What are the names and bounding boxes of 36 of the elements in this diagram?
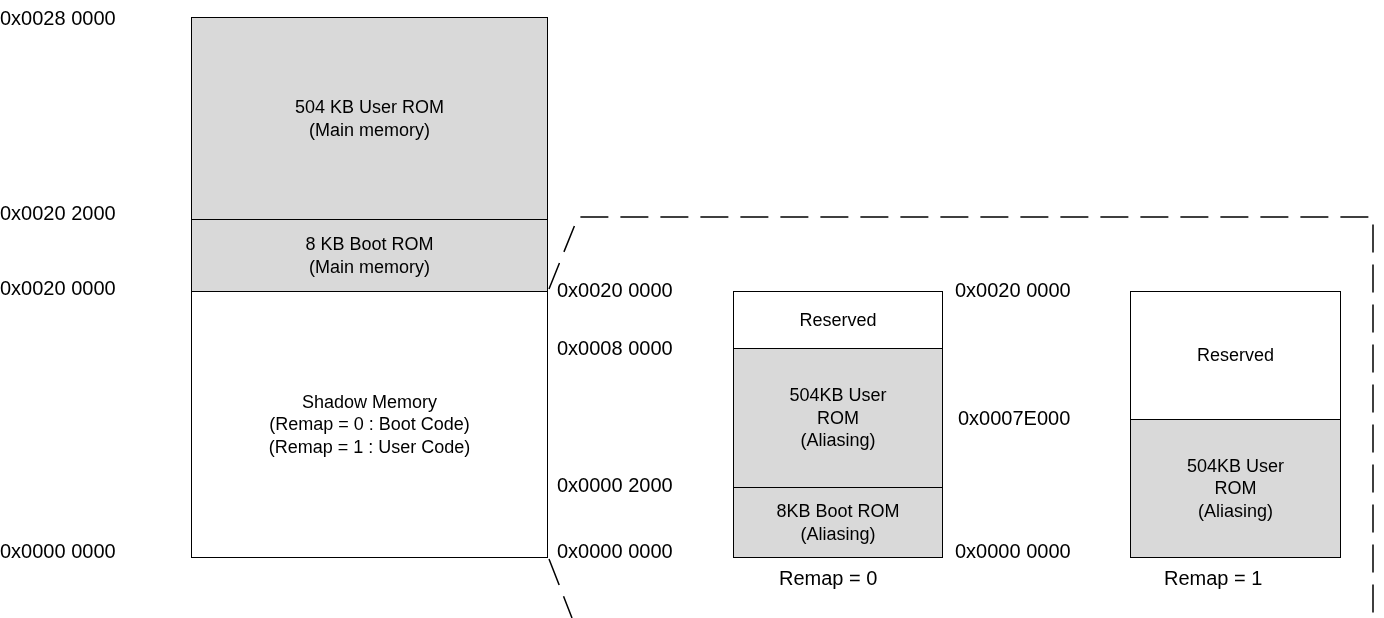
memory-region [191,17,548,220]
address-label: 0x0020 0000 [557,278,673,302]
region-text: 8KB Boot ROM [776,500,900,523]
region-text: (Main memory) [309,255,430,278]
region-text: (Aliasing) [1198,499,1273,523]
region-text: 504 KB User ROM [294,96,444,119]
memory-region [1130,291,1341,420]
region-text: 8 KB Boot ROM [305,233,434,256]
memory-region [191,291,548,558]
address-label: 0x0007E000 [958,406,1071,430]
remap-label: Remap = 0 [779,566,878,590]
region-text: 504KB User ROM [1185,454,1286,500]
memory-region [733,348,943,488]
memory-region [191,219,548,292]
memory-region [1130,419,1341,558]
region-text: (Aliasing) [800,522,876,545]
region-text: (Aliasing) [800,429,876,452]
region-text: 504KB User ROM [788,384,888,430]
region-text: Reserved [799,308,877,332]
address-label: 0x0020 0000 [955,278,1071,302]
region-text: Reserved [1196,344,1274,367]
address-label: 0x0020 0000 [0,276,116,300]
address-label: 0x0020 2000 [0,201,116,225]
remap-label: Remap = 1 [1164,566,1263,590]
address-label: 0x0028 0000 [0,6,116,30]
memory-region [733,487,943,558]
address-label: 0x0000 2000 [557,473,673,497]
region-text: Shadow Memory [301,390,438,414]
memory-region [733,291,943,349]
address-label: 0x0008 0000 [557,336,673,360]
region-text: (Remap = 0 : Boot Code) [269,413,470,436]
region-text: (Main memory) [309,118,430,141]
region-text: (Remap = 1 : User Code) [268,435,471,459]
address-label: 0x0000 0000 [557,539,673,563]
address-label: 0x0000 0000 [0,539,116,563]
address-label: 0x0000 0000 [955,539,1071,563]
